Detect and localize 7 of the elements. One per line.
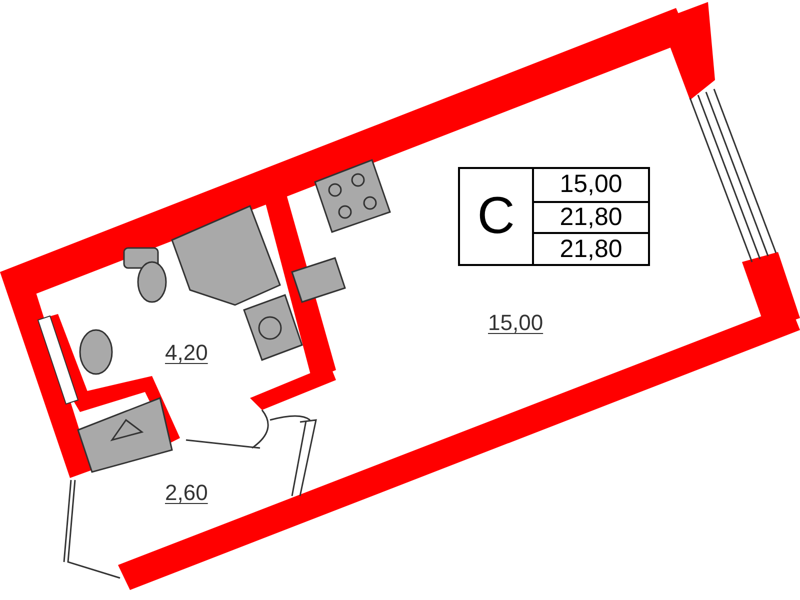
- room-area: 4,20: [165, 340, 208, 366]
- area-value: 15,00: [558, 169, 624, 200]
- apartment-type: С: [460, 169, 534, 264]
- area-value: 21,80: [534, 232, 648, 264]
- room-area: 2,60: [165, 480, 208, 506]
- room-area: 15,00: [488, 310, 544, 336]
- area-value: 21,80: [534, 200, 648, 232]
